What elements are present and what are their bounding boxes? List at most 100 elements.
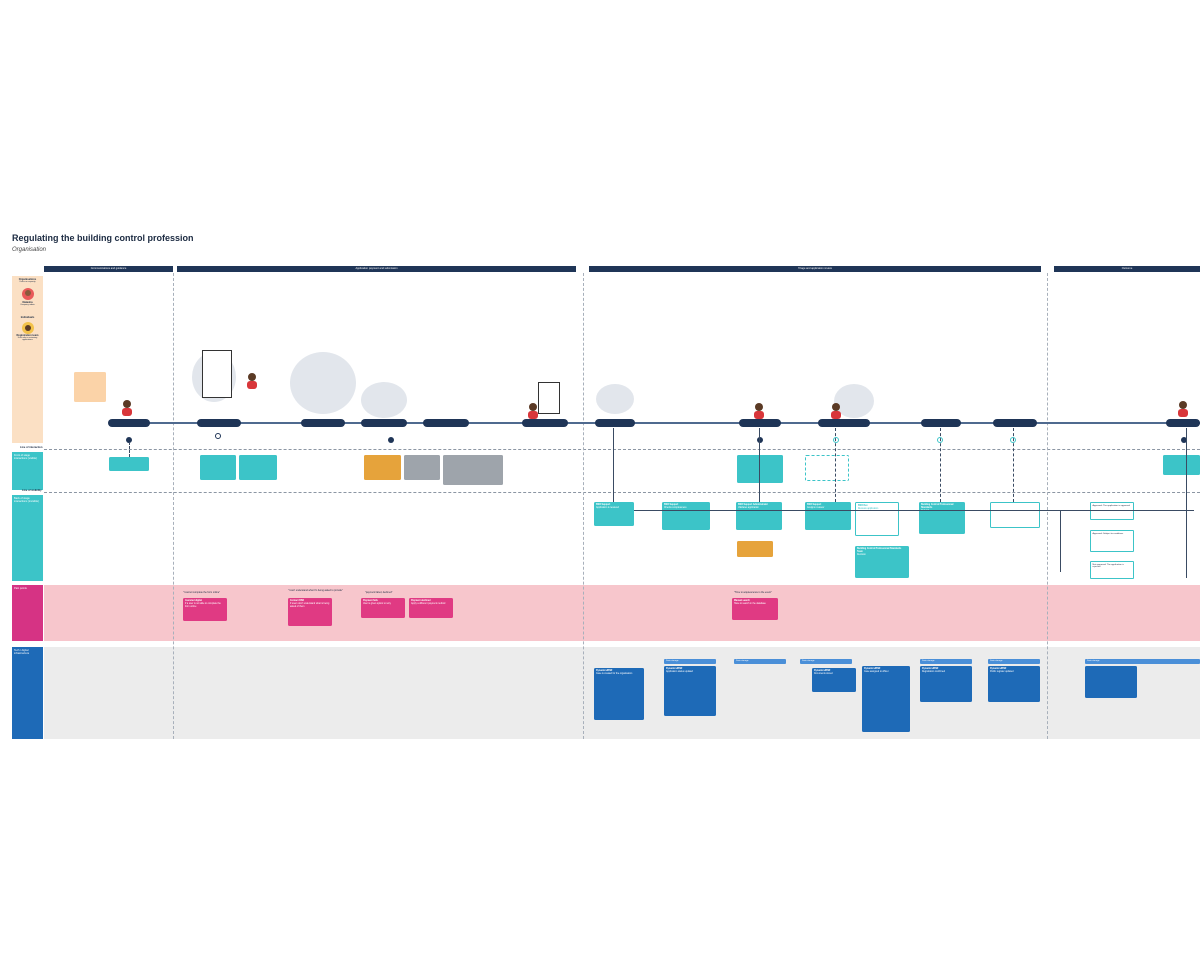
step-3	[301, 419, 345, 427]
painpoint-card-2: Contact BSR If users don't understand wh…	[288, 598, 332, 626]
tech-card-5-body: Registration confirmed	[922, 670, 945, 673]
frontstage-card-payment	[364, 455, 401, 480]
tech-card-4-body: Case assigned to officer	[864, 670, 889, 673]
painpoint-3-title: Payment fails	[363, 600, 378, 602]
step-1	[108, 419, 150, 427]
connector-1	[613, 428, 614, 502]
painpoints-lane-bg	[44, 585, 1200, 641]
persona-1-role: Company admin	[20, 304, 35, 306]
painpoint-card-4: Payment declined Apply a different payme…	[409, 598, 453, 618]
phone-icon	[215, 433, 221, 439]
backstage-card-8	[990, 502, 1040, 528]
backstage-card-4: BSR Support Assigns reviewer	[805, 502, 851, 530]
lane-backstage-label: Back of stage interactions (invisible)	[12, 495, 43, 581]
frontstage-card-grey-1	[404, 455, 440, 480]
backstage-card-2-title: BSR Support	[664, 504, 679, 506]
connector-4	[940, 428, 941, 502]
journey-avatar-4	[754, 403, 764, 419]
frontstage-card-6	[1163, 455, 1200, 475]
tech-card-3-title: Dynamics/BSR	[814, 670, 831, 672]
painpoint-5-title: Manual search	[734, 600, 750, 602]
separator-1	[173, 273, 174, 739]
backstage-card-5-body: Reviews application	[858, 507, 879, 510]
connector-7	[129, 442, 130, 457]
backstage-card-1: BSR Support Application is received	[594, 502, 634, 526]
backstage-card-orange	[737, 541, 773, 557]
step-11	[993, 419, 1037, 427]
backstage-card-5-title: BSR Rev	[858, 505, 868, 507]
email-icon	[1181, 437, 1187, 443]
payment-screen-mock	[538, 382, 560, 414]
quote-3: "payment failed, declined"	[365, 591, 393, 594]
thought-blob-5	[834, 384, 874, 418]
tech-card-6-title: Dynamics/BSR	[990, 668, 1007, 670]
painpoint-card-3: Payment fails User is given option to re…	[361, 598, 405, 618]
backstage-card-5: BSR Rev Reviews application	[855, 502, 899, 536]
line-of-interaction	[44, 449, 1200, 450]
tech-card-7	[1085, 666, 1137, 698]
persona-1-name: Natasha	[22, 301, 33, 304]
tech-pill-6: Data storage	[1085, 659, 1200, 664]
painpoint-card-1: Assisted digital If a user is not able t…	[183, 598, 227, 621]
tech-card-6-body: Public register updated	[990, 670, 1014, 673]
frontstage-card-grey-2	[443, 455, 503, 485]
lane-frontstage-label: Front of stage interactions (visible)	[12, 452, 43, 490]
email-icon	[757, 437, 763, 443]
tech-card-4-title: Dynamics/BSR	[864, 668, 881, 670]
frontstage-card-4	[737, 455, 783, 483]
journey-line	[110, 422, 1200, 424]
outcome-conditions: Approved: Subject to conditions	[1090, 530, 1134, 552]
backstage-card-4-body: Assigns reviewer	[807, 506, 825, 509]
connector-2	[759, 428, 760, 502]
tech-card-1-title: Dynamics/BSR	[596, 670, 613, 672]
phase-application: Application payment and submission	[177, 266, 576, 272]
backstage-card-3-title: BSR Support Administrator	[738, 504, 768, 506]
tech-pill-5: Data storage	[988, 659, 1040, 664]
backstage-card-2-body: Checks completeness	[664, 506, 687, 509]
step-5	[423, 419, 469, 427]
tech-card-2-body: Application status updated	[666, 670, 693, 673]
backstage-card-4-title: BSR Support	[807, 504, 822, 506]
outcome-approved: Approved: The application is approved	[1090, 502, 1134, 520]
tech-card-3-body: Documents stored	[814, 672, 833, 675]
step-12	[1166, 419, 1200, 427]
backstage-card-6-body: Decision	[857, 553, 866, 556]
separator-2	[583, 273, 584, 739]
registration-team-avatar	[21, 322, 34, 334]
frontstage-card-1	[109, 457, 149, 471]
tech-pill-2: Data storage	[734, 659, 786, 664]
phase-communications: Communications and guidance	[44, 266, 173, 272]
page-subtitle: Organisation	[12, 247, 47, 253]
journey-avatar-1	[122, 400, 132, 416]
tech-card-4: Dynamics/BSR Case assigned to officer	[862, 666, 910, 732]
tech-card-1-body: Case is created for the organisation	[596, 672, 633, 675]
backstage-card-3-body: Validates application	[738, 506, 759, 509]
backstage-card-1-title: BSR Support	[596, 504, 611, 506]
step-8	[739, 419, 781, 427]
backstage-card-1-body: Application is received	[596, 506, 619, 509]
tech-card-2-title: Dynamics/BSR	[666, 668, 683, 670]
backstage-card-2: BSR Support Checks completeness	[662, 502, 710, 530]
outcome-branch-line	[1060, 510, 1061, 572]
persona-2-name: Registration team	[16, 334, 39, 337]
tech-pill-4: Data storage	[920, 659, 972, 664]
connector-6	[1186, 428, 1187, 578]
quote-2: "I can't understand what I'm being asked…	[288, 589, 343, 592]
lane-tech-label: Tech / digital infrastructure	[12, 647, 43, 739]
line-of-visibility	[44, 492, 1200, 493]
lane-painpoints-label: Pain points	[12, 585, 43, 641]
thought-blob-4	[596, 384, 634, 414]
painpoint-4-title: Payment declined	[411, 600, 431, 602]
frontstage-card-3	[239, 455, 277, 480]
connector-3	[835, 428, 836, 502]
outcome-rejected: Not approved: The application is rejecte…	[1090, 561, 1134, 579]
organisation-note-card	[74, 372, 106, 402]
frontstage-card-5	[805, 455, 849, 481]
tech-card-2: Dynamics/BSR Application status updated	[664, 666, 716, 716]
painpoint-1-body: If a user is not able to complete the fo…	[185, 602, 221, 608]
thought-blob-3	[361, 382, 407, 418]
page-title: Regulating the building control professi…	[12, 233, 194, 243]
backstage-card-7: Building Control Professional Standards …	[919, 502, 965, 534]
form-screen-mock	[202, 350, 232, 398]
organisations-label: Organisations	[18, 278, 37, 281]
